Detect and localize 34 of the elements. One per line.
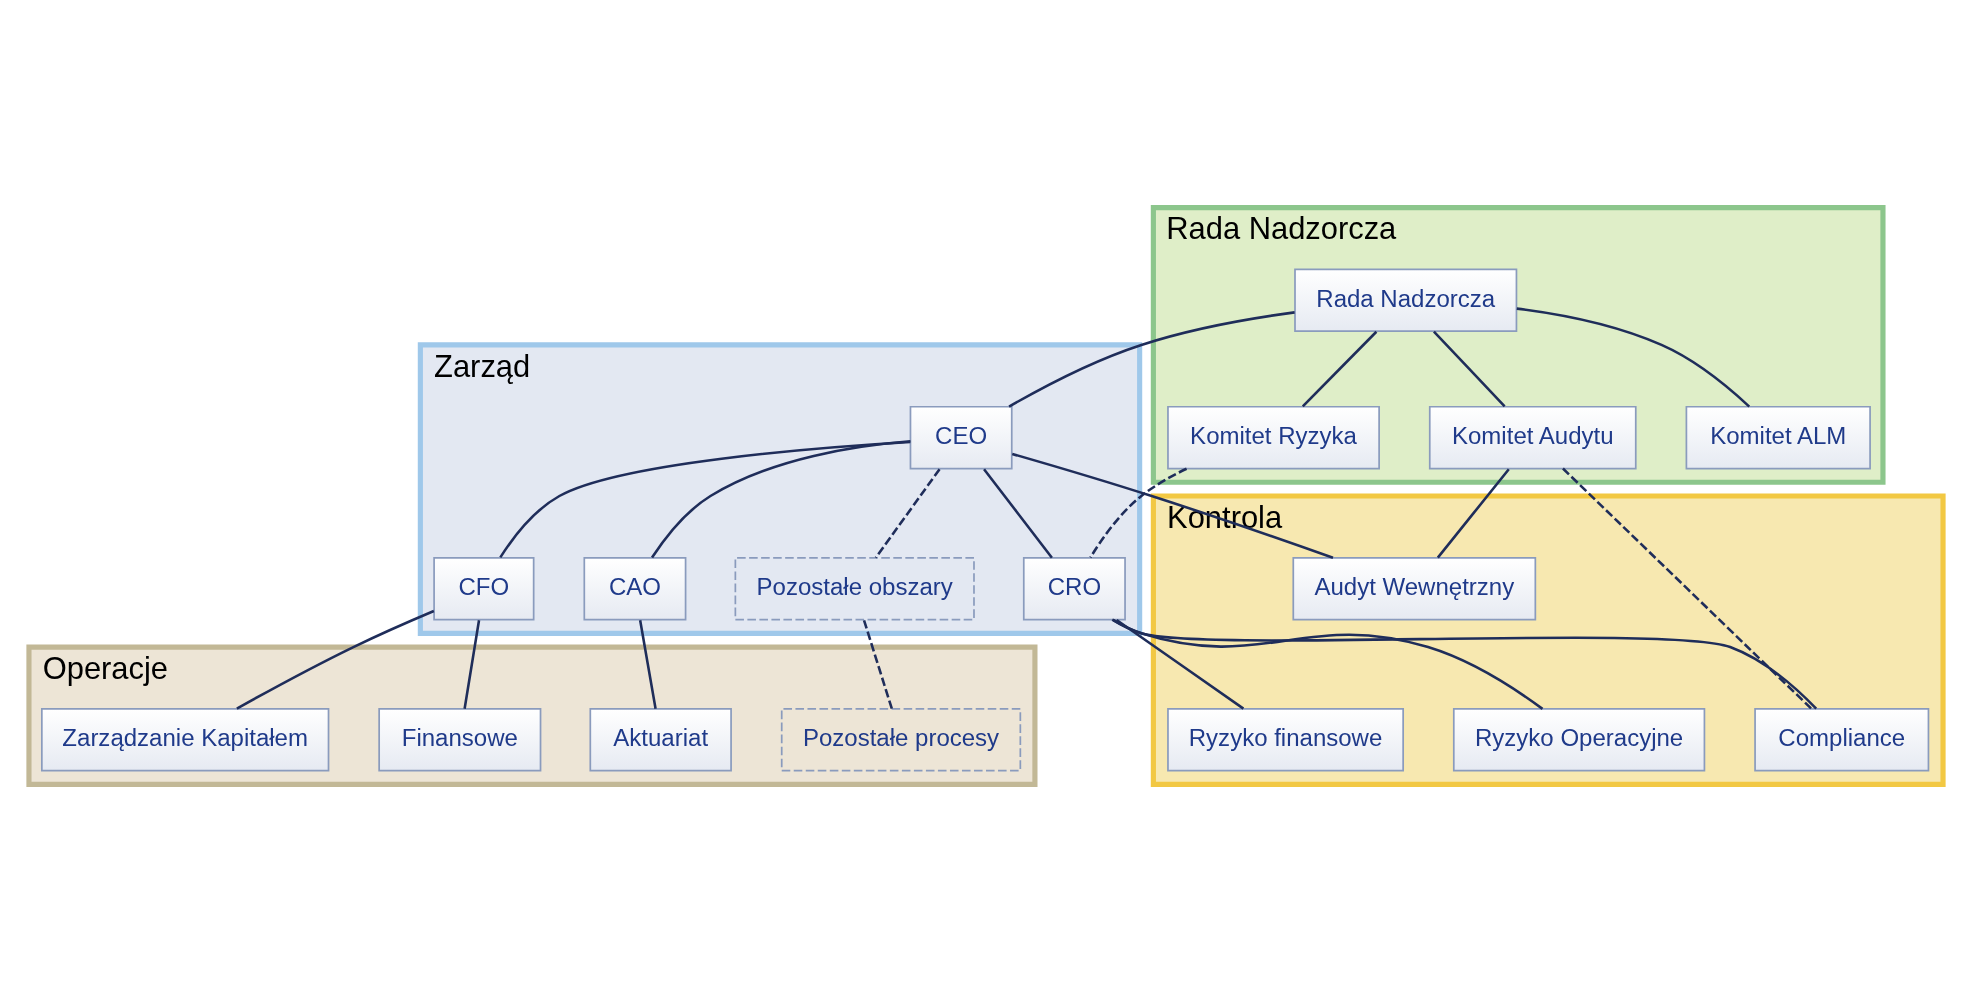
- node-box: Zarządzanie Kapitałem: [40, 708, 330, 772]
- connector: [1008, 311, 1295, 408]
- connector: [1011, 452, 1334, 559]
- connector: [463, 620, 481, 709]
- node-box: Komitet Ryzyka: [1167, 405, 1380, 470]
- connector: [1301, 330, 1378, 408]
- node-box: CAO: [583, 556, 687, 621]
- connector: [499, 440, 911, 559]
- node-box: Aktuariat: [589, 708, 732, 772]
- connector: [1111, 618, 1818, 710]
- node-box: Komitet ALM: [1685, 405, 1871, 470]
- connector: [236, 609, 435, 710]
- connector: [874, 468, 941, 559]
- node-box: CEO: [909, 405, 1013, 470]
- node-box: Compliance: [1754, 708, 1930, 772]
- node-box: Rada Nadzorcza: [1294, 268, 1518, 333]
- node-box: Komitet Audytu: [1428, 405, 1637, 470]
- node-box: CFO: [433, 556, 535, 621]
- connector: [1432, 330, 1506, 408]
- connector: [638, 620, 657, 709]
- connector: [983, 468, 1053, 559]
- connector: [650, 440, 911, 559]
- connector: [1516, 307, 1751, 408]
- connector: [1562, 467, 1813, 710]
- node-box: Pozostałe obszary: [734, 556, 975, 621]
- node-box: Audyt Wewnętrzny: [1292, 556, 1537, 621]
- node-box: Ryzyko finansowe: [1167, 708, 1404, 772]
- connector: [1089, 467, 1188, 559]
- node-box: Ryzyko Operacyjne: [1452, 708, 1706, 772]
- connector: [1436, 468, 1510, 559]
- node-box: CRO: [1022, 556, 1126, 621]
- node-box: Pozostałe procesy: [780, 708, 1022, 772]
- node-box: Finansowe: [378, 708, 542, 772]
- connector: [1115, 618, 1245, 710]
